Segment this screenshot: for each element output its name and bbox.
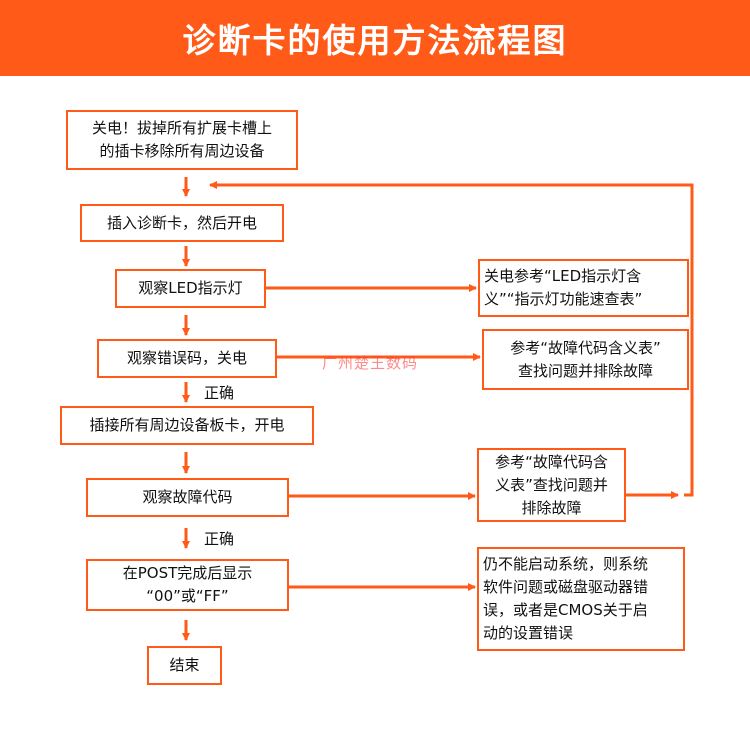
step-text: 在POST完成后显示 “00”或“FF” (122, 564, 253, 605)
label-correct: 正确 (204, 530, 235, 548)
loop-back-arrow (209, 181, 694, 497)
note-text: 关电参考“LED指示灯含 义”“指示灯功能速查表” (484, 267, 643, 308)
step-text: 观察LED指示灯 (138, 279, 243, 297)
note-still-not-booting: 仍不能启动系统，则系统 软件问题或磁盘驱动器错 误，或者是CMOS关于启 动的设… (477, 547, 685, 651)
label-correct: 正确 (204, 384, 235, 402)
note-text: 参考“故障代码含 义表”查找问题并 排除故障 (495, 452, 608, 517)
note-text: 参考“故障代码含义表” 查找问题并排除故障 (510, 338, 661, 380)
step-observe-error-code: 观察错误码，关电 (97, 339, 277, 378)
note-led-reference: 关电参考“LED指示灯含 义”“指示灯功能速查表” (478, 259, 689, 317)
page-title: 诊断卡的使用方法流程图 (182, 21, 568, 60)
note-error-code-reference: 参考“故障代码含义表” 查找问题并排除故障 (482, 329, 689, 390)
step-post-complete: 在POST完成后显示 “00”或“FF” (86, 559, 289, 611)
step-text: 插入诊断卡，然后开电 (106, 213, 257, 232)
step-text: 插接所有周边设备板卡，开电 (89, 416, 285, 434)
note-fault-code-reference: 参考“故障代码含 义表”查找问题并 排除故障 (477, 448, 626, 522)
step-text: 关电！拔掉所有扩展卡槽上 的插卡移除所有周边设备 (91, 119, 272, 160)
note-text: 仍不能启动系统，则系统 软件问题或磁盘驱动器错 误，或者是CMOS关于启 动的设… (483, 555, 649, 642)
step-observe-led: 观察LED指示灯 (115, 269, 266, 308)
step-text: 观察错误码，关电 (126, 349, 247, 367)
step-end: 结束 (147, 646, 222, 685)
step-power-off-remove-devices: 关电！拔掉所有扩展卡槽上 的插卡移除所有周边设备 (66, 110, 298, 170)
header-banner: 诊断卡的使用方法流程图 (0, 0, 750, 76)
step-text: 观察故障代码 (142, 488, 233, 506)
step-observe-fault-code: 观察故障代码 (86, 478, 289, 517)
step-insert-card: 插入诊断卡，然后开电 (80, 204, 284, 242)
step-text: 结束 (169, 656, 200, 674)
step-reconnect-devices: 插接所有周边设备板卡，开电 (60, 406, 314, 445)
watermark: 广州楚王数码 (322, 354, 419, 372)
